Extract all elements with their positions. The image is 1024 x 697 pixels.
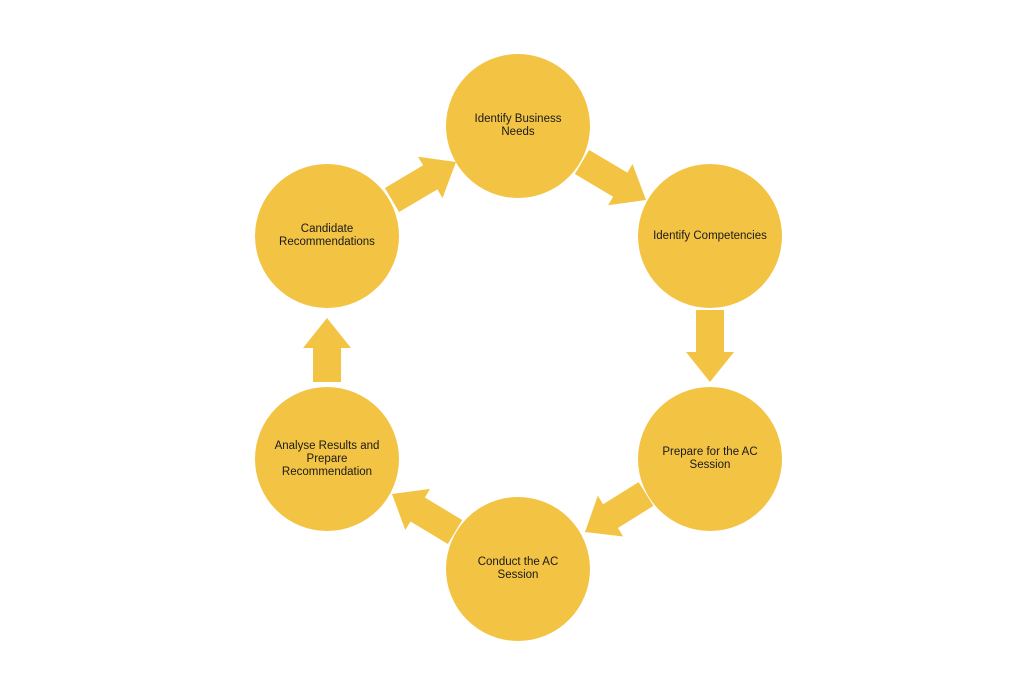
step-label: Conduct the AC Session — [477, 556, 559, 581]
arrow-conduct-to-analyse — [392, 488, 463, 544]
step-candidate-recommendations: Candidate Recommendations — [255, 164, 399, 308]
arrow-needs-to-competencies — [574, 150, 646, 206]
step-label: Identify Competencies — [653, 229, 767, 242]
arrow-analyse-to-candidate — [303, 318, 351, 382]
step-label: Prepare for the AC Session — [662, 446, 758, 471]
arrow-competencies-to-prepare — [686, 310, 734, 382]
step-analyse-results: Analyse Results and Prepare Recommendati… — [255, 387, 399, 531]
step-label: Candidate Recommendations — [279, 223, 375, 248]
arrow-prepare-to-conduct — [585, 482, 654, 537]
step-identify-business-needs: Identify Business Needs — [446, 54, 590, 198]
arrow-candidate-to-needs — [384, 156, 456, 212]
step-label: Identify Business Needs — [474, 113, 562, 138]
step-prepare-ac-session: Prepare for the AC Session — [638, 387, 782, 531]
step-conduct-ac-session: Conduct the AC Session — [446, 497, 590, 641]
step-label: Analyse Results and Prepare Recommendati… — [274, 439, 380, 478]
step-identify-competencies: Identify Competencies — [638, 164, 782, 308]
